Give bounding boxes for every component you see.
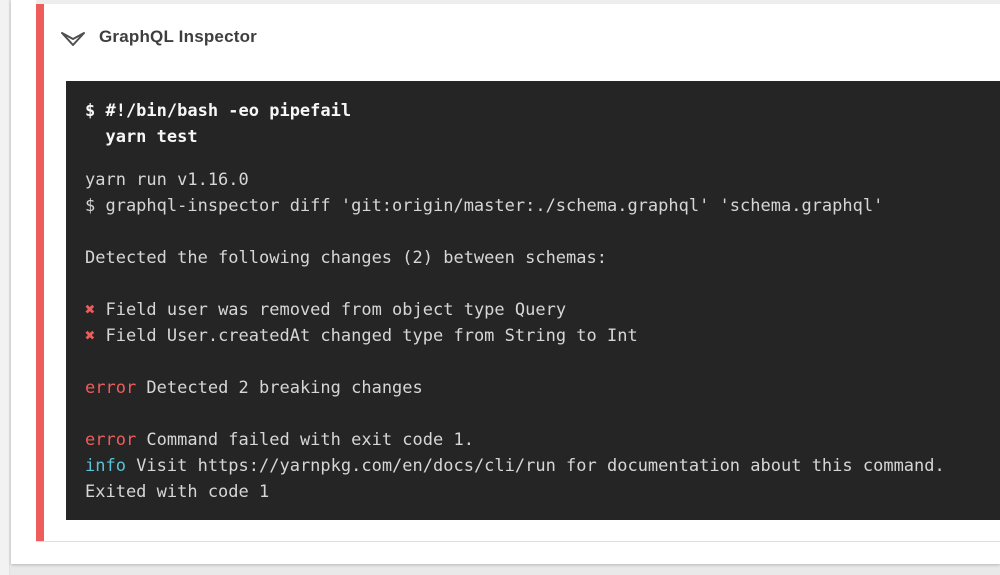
- terminal-line: ✖ Field User.createdAt changed type from…: [85, 326, 638, 346]
- step-title: GraphQL Inspector: [99, 27, 258, 46]
- terminal-line: [85, 349, 1000, 375]
- terminal-command-line: $ #!/bin/bash -eo pipefail: [85, 101, 352, 121]
- terminal-line: [85, 219, 1000, 245]
- terminal-line: $ graphql-inspector diff 'git:origin/mas…: [85, 196, 884, 216]
- collapse-chevron-icon[interactable]: [58, 25, 88, 49]
- terminal-line: yarn run v1.16.0: [85, 170, 249, 190]
- terminal-body: yarn run v1.16.0 $ graphql-inspector diff…: [85, 167, 1000, 505]
- left-gutter: [0, 0, 10, 575]
- previous-step-divider: [36, 0, 1000, 4]
- terminal-line: error Detected 2 breaking changes: [85, 378, 423, 398]
- build-steps-panel: GraphQL Inspector $ #!/bin/bash -eo pipe…: [11, 0, 1000, 564]
- failed-step-accent-stripe: [36, 4, 44, 541]
- terminal-line: error Command failed with exit code 1.: [85, 430, 474, 450]
- terminal-line: Exited with code 1: [85, 482, 270, 502]
- terminal-line: [85, 271, 1000, 297]
- terminal-output: $ #!/bin/bash -eo pipefail yarn test yar…: [66, 81, 1000, 520]
- terminal-line: ✖ Field user was removed from object typ…: [85, 300, 567, 320]
- terminal-line: info Visit https://yarnpkg.com/en/docs/c…: [85, 456, 945, 476]
- terminal-command-line: yarn test: [85, 127, 198, 147]
- terminal-line: [85, 401, 1000, 427]
- terminal-command: $ #!/bin/bash -eo pipefail yarn test: [85, 98, 1000, 150]
- step-card: GraphQL Inspector $ #!/bin/bash -eo pipe…: [36, 4, 1000, 542]
- terminal-line: Detected the following changes (2) betwe…: [85, 248, 607, 268]
- step-header[interactable]: GraphQL Inspector: [36, 4, 1000, 49]
